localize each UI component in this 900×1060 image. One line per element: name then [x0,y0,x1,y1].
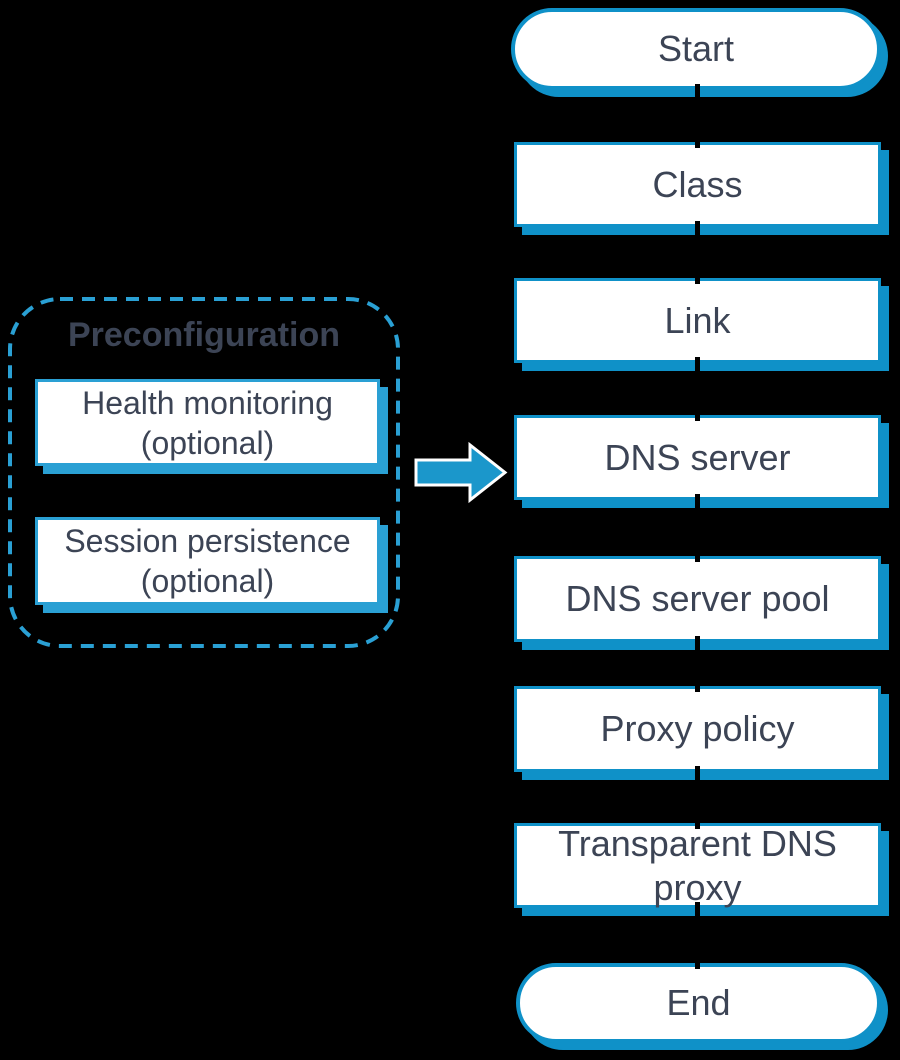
preconfig-item-label: Session persistence (optional) [64,523,351,599]
preconfig-item-health-monitoring: Health monitoring (optional) [35,379,380,466]
flow-node-label: Class [652,163,743,205]
flow-node-link: Link [514,278,881,363]
preconfiguration-dashed-border [8,297,400,648]
connector-line [695,84,700,148]
preconfig-item-session-persistence: Session persistence (optional) [35,517,380,605]
connector-line [695,636,700,692]
flow-node-label: Link [664,299,731,341]
flow-node-class: Class [514,142,881,227]
flow-node-label: DNS server pool [565,578,830,619]
connector-line [695,902,700,969]
right-arrow-icon [414,441,508,504]
flow-node-label: End [666,982,731,1023]
connector-line [695,766,700,829]
flow-node-label: Start [657,28,735,69]
connector-line [695,357,700,421]
flow-node-proxy-policy: Proxy policy [514,686,881,772]
flow-node-transparent-dns-proxy: Transparent DNS proxy [514,823,881,908]
flow-node-dns-server-pool: DNS server pool [514,556,881,642]
flow-node-label: Transparent DNS proxy [558,822,837,908]
flow-node-dns-server: DNS server [514,415,881,500]
flow-node-label: Proxy policy [600,708,795,749]
preconfig-item-label: Health monitoring (optional) [82,384,333,461]
flow-node-end: End [516,963,881,1043]
connector-line [695,221,700,284]
flow-node-start: Start [511,8,881,90]
flow-node-label: DNS server [604,436,791,478]
preconfiguration-title: Preconfiguration [67,316,341,354]
connector-line [695,494,700,562]
